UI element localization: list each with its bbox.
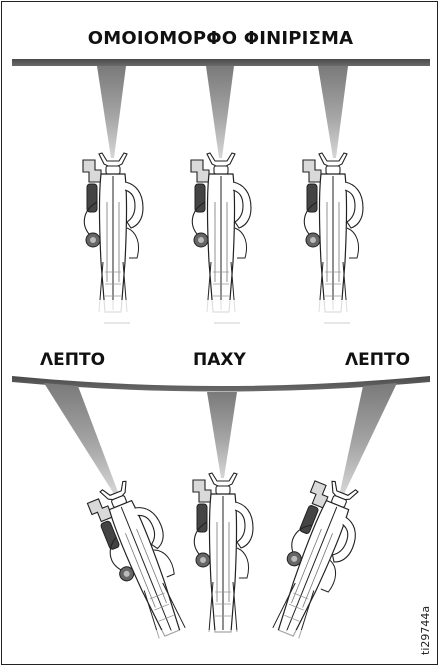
- finish-surface-band-top: [12, 59, 430, 66]
- spray-fan-bottom-left: [44, 383, 118, 494]
- spray-fan-top-right: [318, 66, 348, 158]
- finish-surface-band-bottom: [12, 376, 430, 392]
- thin-label-right: ΛΕΠΤΟ: [345, 350, 411, 370]
- uniform-finish-title: ΟΜΟΙΟΜΟΡΦΟ ΦΙΝΙΡΙΣΜΑ: [87, 28, 354, 49]
- spray-fan-top-center: [206, 66, 234, 158]
- spray-gun-icon-bottom-right: [257, 473, 374, 645]
- thin-label-left: ΛΕΠΤΟ: [40, 350, 106, 370]
- spray-gun-icon-bottom-center: [192, 472, 254, 633]
- spray-gun-icon-top-right: [302, 152, 364, 313]
- spray-gun-icon-top-left: [82, 152, 144, 313]
- spray-fan-bottom-right: [340, 383, 397, 494]
- spray-gun-icon-bottom-left: [84, 473, 201, 645]
- spray-fan-top-left: [97, 66, 126, 158]
- spray-fan-bottom-center: [207, 392, 237, 478]
- thick-label-center: ΠΑΧΥ: [193, 350, 246, 370]
- spray-gun-icon-top-center: [190, 152, 252, 313]
